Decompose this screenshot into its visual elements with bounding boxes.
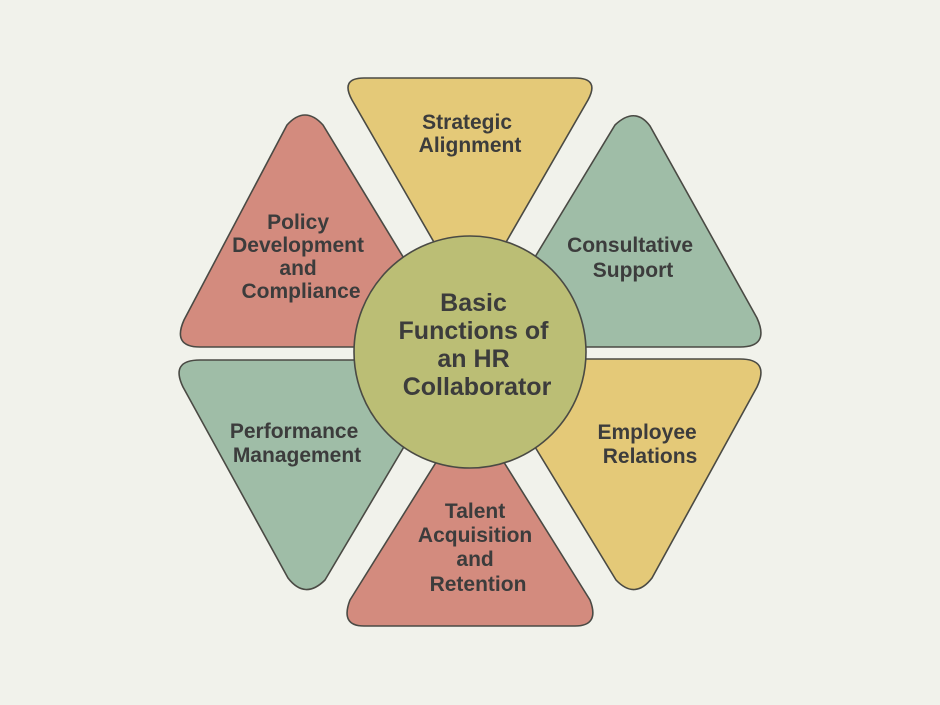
segment-label: Employee Relations (597, 421, 702, 468)
segment-performance-management: Performance Management (178, 359, 409, 591)
segment-employee-relations: Employee Relations (531, 358, 762, 591)
segment-strategic-alignment: Strategic Alignment (347, 77, 593, 286)
segment-label: Policy Development and Compliance (232, 211, 370, 303)
segment-policy-development-and-compliance: Policy Development and Compliance (179, 114, 409, 348)
segment-label: Talent Acquisition and Retention (418, 500, 538, 596)
center-hub: Basic Functions of an HR Collaborator (353, 235, 587, 469)
segment-label: Performance Management (230, 420, 364, 467)
center-label: Basic Functions of an HR Collaborator (399, 289, 556, 401)
segment-talent-acquisition-and-retention: Talent Acquisition and Retention (346, 424, 594, 627)
segment-label: Strategic Alignment (419, 111, 522, 157)
center-circle (353, 235, 587, 469)
segment-consultative-support: Consultative Support (531, 114, 762, 348)
segment-label: Consultative Support (567, 234, 699, 282)
